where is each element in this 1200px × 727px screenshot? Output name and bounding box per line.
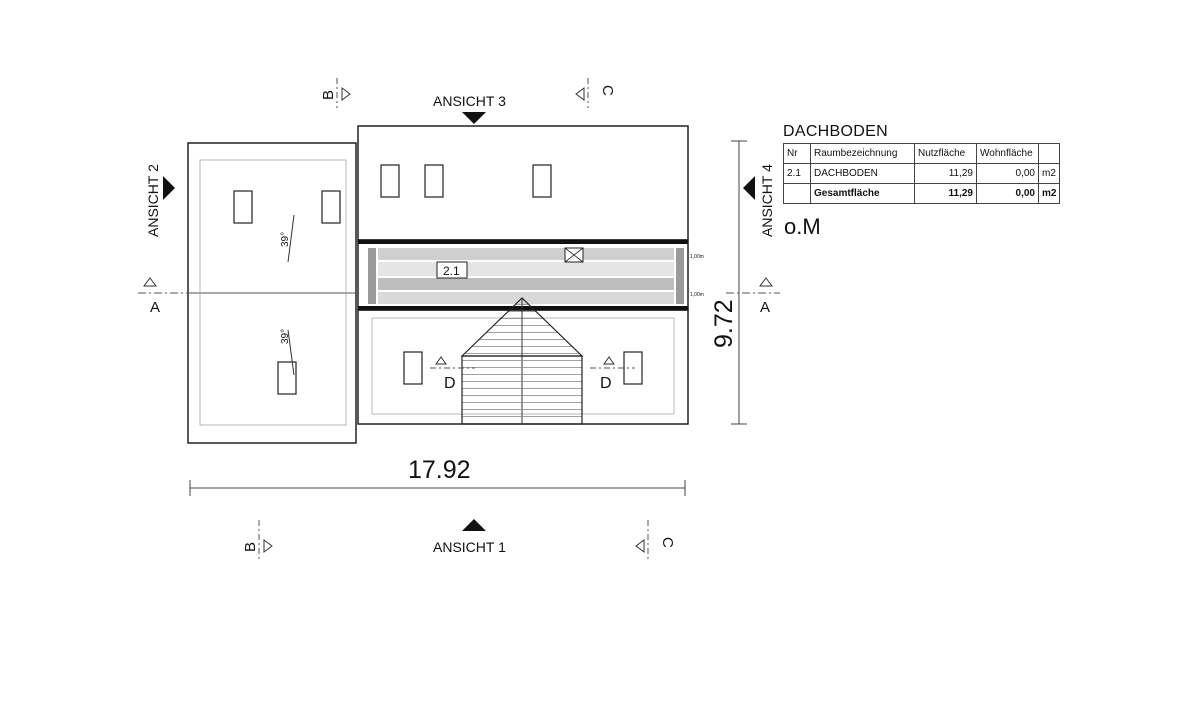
dimension-lines (189, 140, 747, 496)
section-b-bottom: B (242, 542, 259, 552)
header-unit (1037, 143, 1061, 164)
room-tag: 2.1 (443, 264, 460, 278)
section-c-top: C (599, 85, 616, 96)
section-d-left: D (444, 375, 456, 392)
pitch-label-upper: 39° (280, 232, 291, 247)
left-roof-wing (187, 142, 357, 444)
view-label-3: ANSICHT 3 (433, 93, 506, 109)
header-nutzflaeche: Nutzfläche (914, 143, 977, 164)
section-a-right: A (760, 299, 770, 316)
section-a-left: A (150, 299, 160, 316)
table-title: DACHBODEN (783, 123, 888, 140)
view-marker-2 (163, 176, 175, 200)
view-label-2: ANSICHT 2 (145, 164, 161, 237)
header-raumbezeichnung: Raumbezeichnung (810, 143, 915, 164)
view-marker-3 (462, 112, 486, 124)
total-nr (783, 183, 811, 204)
table-header-row: Nr Raumbezeichnung Nutzfläche Wohnfläche (783, 143, 1061, 164)
dimension-depth: 9.72 (710, 299, 738, 348)
attic-strip (357, 239, 689, 311)
view-marker-4 (743, 176, 755, 200)
section-b-marks (258, 78, 351, 560)
total-wohnflaeche: 0,00 (976, 183, 1039, 204)
view-marker-1 (462, 519, 486, 531)
section-b-top: B (320, 90, 337, 100)
cell-unit: m2 (1037, 163, 1061, 184)
dimension-width: 17.92 (408, 456, 471, 484)
front-gable (460, 297, 584, 425)
section-a-marks (138, 277, 780, 294)
section-d-marks (430, 356, 635, 369)
room-table: Nr Raumbezeichnung Nutzfläche Wohnfläche… (783, 143, 1061, 204)
cell-wohnflaeche: 0,00 (976, 163, 1039, 184)
main-roof-upper (357, 125, 689, 241)
table-total-row: Gesamtfläche 11,29 0,00 m2 (783, 183, 1061, 204)
dim-small-2: 1,00m (690, 292, 704, 298)
section-c-marks (575, 78, 649, 560)
dim-small-1: 1,00m (690, 254, 704, 260)
total-nutzflaeche: 11,29 (914, 183, 977, 204)
cell-nr: 2.1 (783, 163, 811, 184)
elevation-note: o.M (784, 214, 821, 239)
header-nr: Nr (783, 143, 811, 164)
table-row: 2.1 DACHBODEN 11,29 0,00 m2 (783, 163, 1061, 184)
total-label: Gesamtfläche (810, 183, 915, 204)
view-label-1: ANSICHT 1 (433, 539, 506, 555)
section-d-right: D (600, 375, 612, 392)
view-label-4: ANSICHT 4 (759, 164, 775, 237)
room-tag-box (436, 261, 468, 279)
cell-nutzflaeche: 11,29 (914, 163, 977, 184)
section-c-bottom: C (659, 537, 676, 548)
total-unit: m2 (1037, 183, 1061, 204)
header-wohnflaeche: Wohnfläche (976, 143, 1039, 164)
cell-name: DACHBODEN (810, 163, 915, 184)
pitch-arrows (287, 214, 295, 376)
pitch-label-lower: 39° (280, 329, 291, 344)
skylight-windows (233, 164, 643, 395)
